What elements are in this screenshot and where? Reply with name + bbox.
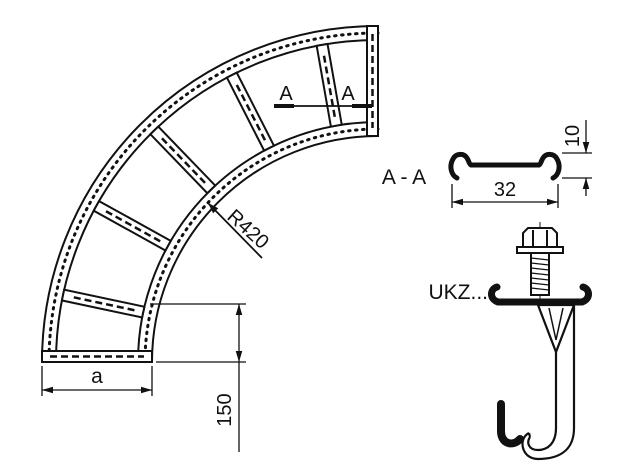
clamp-foot-inner-edge (527, 427, 558, 452)
ladder-bend-view (41, 25, 380, 364)
leg-dim-label: 150 (214, 393, 236, 426)
threaded-shank (530, 252, 550, 296)
dimension-profile-height-10: 10 (562, 120, 592, 196)
clamp-label: UKZ... (428, 281, 488, 304)
clamp-detail-view: UKZ... (428, 222, 592, 461)
rung (148, 125, 217, 195)
rung (60, 288, 146, 319)
hex-bolt-head (516, 227, 564, 254)
clamp-saddle (488, 283, 592, 306)
rung-profile (448, 151, 562, 181)
profile-width-label: 32 (494, 179, 516, 201)
clamp-wedge (536, 303, 576, 356)
section-view-a-a: A - A 32 10 (382, 120, 592, 208)
section-cut-callout: A A (274, 83, 372, 108)
inner-rail-perforation-dots (143, 127, 380, 364)
section-marker-a-left: A (279, 83, 293, 105)
rung (225, 71, 276, 153)
width-dim-label: a (91, 365, 103, 388)
profile-height-label: 10 (562, 125, 584, 147)
section-view-title: A - A (382, 166, 426, 189)
end-rung-top (366, 25, 379, 137)
rung (92, 199, 173, 252)
dimension-profile-width-32: 32 (451, 179, 559, 208)
radius-leader-arrow (208, 203, 219, 214)
end-rung-bottom (41, 350, 153, 363)
clamp-grip-hook (497, 400, 524, 448)
dimension-leg-150: 150 (150, 303, 246, 452)
section-marker-a-right: A (341, 83, 355, 105)
outer-rail-perforation-dots (47, 31, 380, 364)
dimension-width-a: a (41, 365, 153, 396)
